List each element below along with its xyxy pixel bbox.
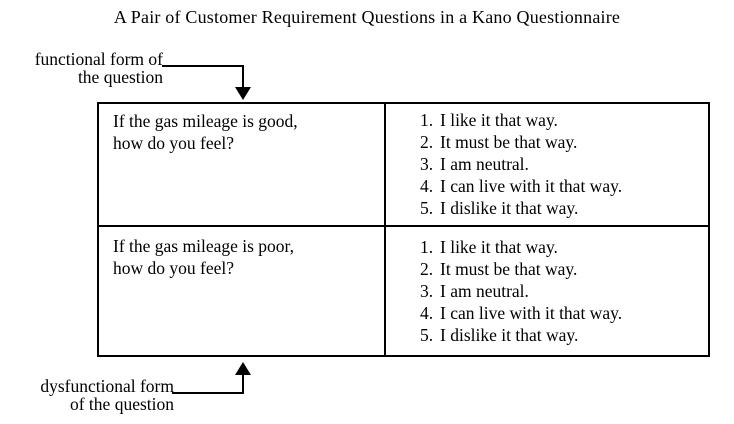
option-text: I am neutral. xyxy=(440,154,529,174)
dysfunctional-form-label-line2: of the question xyxy=(69,394,174,414)
option-text: It must be that way. xyxy=(440,259,578,279)
functional-arrow-connector xyxy=(162,65,251,100)
arrow-up-icon xyxy=(235,362,251,375)
option-row: 4. I can live with it that way. xyxy=(420,302,704,324)
option-number: 4. xyxy=(420,303,434,323)
functional-form-label: functional form of the question xyxy=(10,50,163,86)
option-number: 4. xyxy=(420,176,434,196)
option-text: I like it that way. xyxy=(440,110,558,130)
dysfunctional-question-cell: If the gas mileage is poor, how do you f… xyxy=(99,227,386,355)
option-number: 1. xyxy=(420,237,434,257)
dysfunctional-connector-line xyxy=(172,373,244,394)
figure-title: A Pair of Customer Requirement Questions… xyxy=(113,7,621,27)
option-text: I can live with it that way. xyxy=(440,176,623,196)
option-row: 5. I dislike it that way. xyxy=(420,324,704,346)
option-text: I like it that way. xyxy=(440,237,558,257)
option-number: 3. xyxy=(420,154,434,174)
option-row: 5. I dislike it that way. xyxy=(420,197,704,219)
functional-question-line1: If the gas mileage is good, xyxy=(113,111,298,131)
option-number: 5. xyxy=(420,325,434,345)
option-number: 3. xyxy=(420,281,434,301)
functional-form-label-line1: functional form of xyxy=(34,49,163,69)
option-row: 1. I like it that way. xyxy=(420,109,704,131)
functional-question-line2: how do you feel? xyxy=(113,133,235,153)
functional-connector-line xyxy=(162,65,244,89)
functional-question-cell: If the gas mileage is good, how do you f… xyxy=(99,104,386,227)
option-number: 5. xyxy=(420,198,434,218)
option-row: 4. I can live with it that way. xyxy=(420,175,704,197)
option-row: 3. I am neutral. xyxy=(420,153,704,175)
option-row: 2. It must be that way. xyxy=(420,131,704,153)
functional-form-label-line2: the question xyxy=(77,67,163,87)
dysfunctional-arrow-connector xyxy=(172,362,251,394)
dysfunctional-question-line1: If the gas mileage is poor, xyxy=(113,236,295,256)
option-number: 2. xyxy=(420,132,434,152)
option-text: It must be that way. xyxy=(440,132,578,152)
option-text: I dislike it that way. xyxy=(440,198,579,218)
option-number: 1. xyxy=(420,110,434,130)
option-number: 2. xyxy=(420,259,434,279)
dysfunctional-question-line2: how do you feel? xyxy=(113,258,235,278)
option-text: I dislike it that way. xyxy=(440,325,579,345)
option-text: I can live with it that way. xyxy=(440,303,623,323)
functional-options-cell: 1. I like it that way. 2. It must be tha… xyxy=(386,104,708,227)
option-row: 3. I am neutral. xyxy=(420,280,704,302)
dysfunctional-form-label: dysfunctional form of the question xyxy=(10,377,174,413)
arrow-down-icon xyxy=(235,87,251,100)
option-text: I am neutral. xyxy=(440,281,529,301)
option-row: 2. It must be that way. xyxy=(420,258,704,280)
questionnaire-table: If the gas mileage is good, how do you f… xyxy=(97,102,710,357)
dysfunctional-form-label-line1: dysfunctional form xyxy=(40,376,174,396)
option-row: 1. I like it that way. xyxy=(420,236,704,258)
dysfunctional-options-cell: 1. I like it that way. 2. It must be tha… xyxy=(386,227,708,355)
